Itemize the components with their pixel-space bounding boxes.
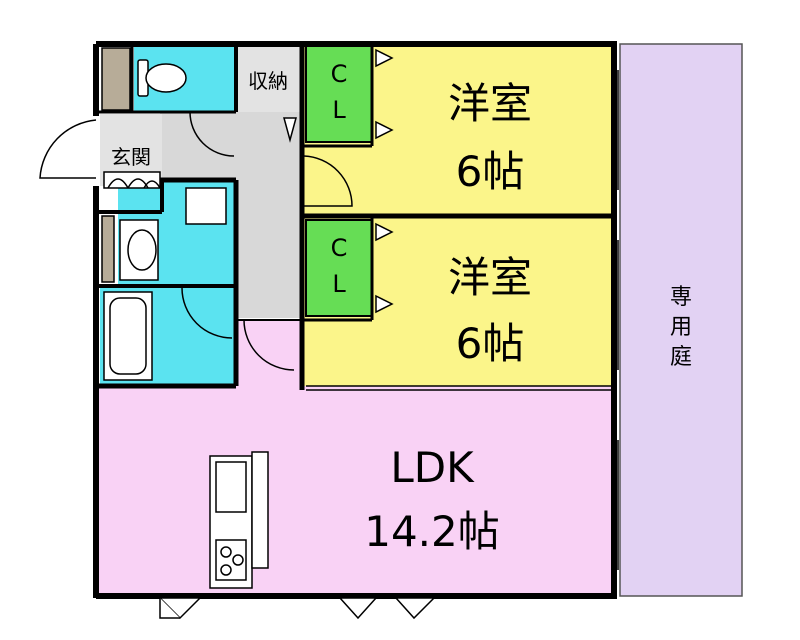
hallway-floor <box>160 112 300 318</box>
western-room-2-size: 6帖 <box>456 319 525 368</box>
garden-char-2: 用 <box>670 315 692 340</box>
exterior-doors <box>158 597 436 620</box>
western-room-2-name: 洋室 <box>448 253 532 302</box>
door-swings <box>39 111 353 371</box>
windows <box>306 70 619 570</box>
western-room-1-size: 6帖 <box>456 147 525 196</box>
walls <box>93 41 617 599</box>
shoe-rack-icon <box>103 171 161 189</box>
entrance-label: 玄関 <box>111 145 151 169</box>
ldk-floor <box>97 386 615 596</box>
garden-char-3: 庭 <box>670 345 692 370</box>
storage-label: 収納 <box>248 69 288 93</box>
garden-char-1: 専 <box>670 285 692 310</box>
storage-floor <box>238 46 300 112</box>
ldk-corridor-floor <box>238 320 304 390</box>
closet-2-l: L <box>332 270 346 298</box>
washing-machine-icon <box>185 187 227 225</box>
ldk-size: 14.2帖 <box>364 507 500 556</box>
kitchen-counter <box>209 451 269 589</box>
closet-1-c: C <box>331 60 348 88</box>
bathtub-icon <box>103 291 153 381</box>
shoebox-1 <box>101 47 131 111</box>
closet-2-c: C <box>331 234 348 262</box>
closet-1-l: L <box>332 96 346 124</box>
washbasin-icon <box>119 219 159 281</box>
private-garden <box>619 43 743 597</box>
ldk-name: LDK <box>390 443 475 492</box>
shoebox-2 <box>101 215 115 283</box>
toilet-icon <box>137 59 187 97</box>
closet-doors <box>283 48 394 314</box>
western-room-1-name: 洋室 <box>448 79 532 128</box>
